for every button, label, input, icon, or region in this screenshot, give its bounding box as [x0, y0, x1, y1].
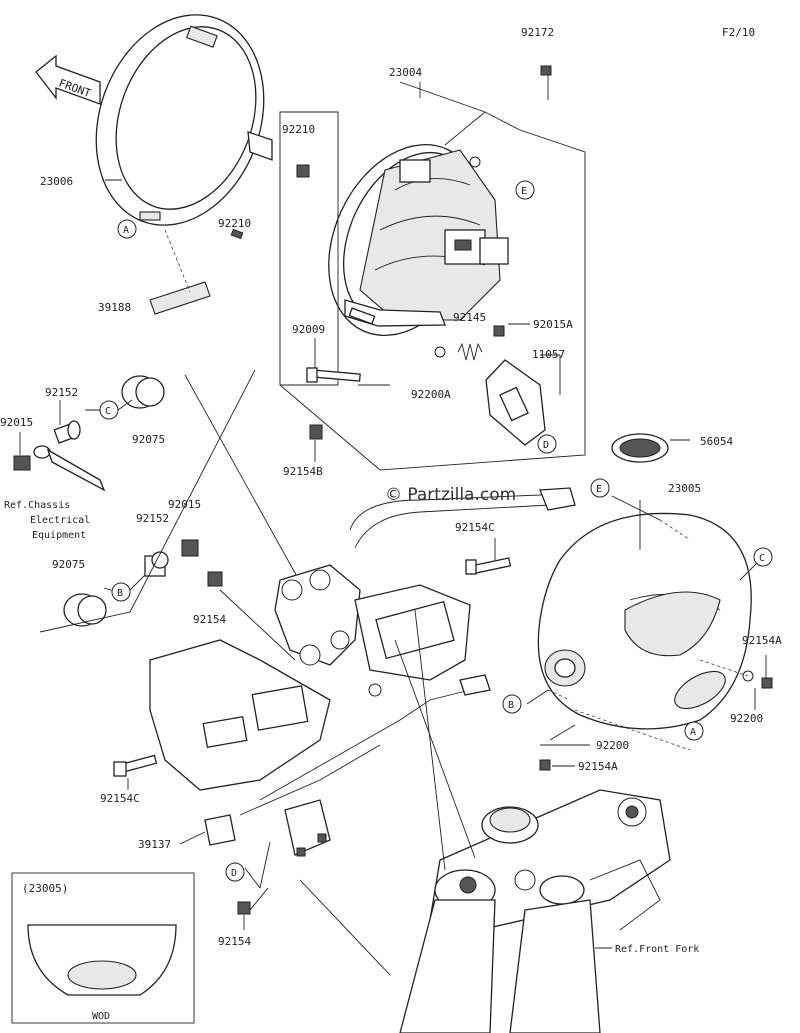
part-label-92015A: 92015A [533, 318, 573, 331]
part-label-92152-a: 92152 [45, 386, 78, 399]
inset-caption: WOD [92, 1011, 110, 1022]
callout-A1: A [117, 219, 137, 239]
part-label-92154B: 92154B [283, 465, 323, 478]
part-label-56054: 56054 [700, 435, 733, 448]
washer-92200A [434, 346, 446, 358]
svg-text:C: C [759, 553, 765, 564]
part-label-23006: 23006 [40, 175, 73, 188]
inset-box [11, 872, 195, 1024]
part-label-92200A: 92200A [411, 388, 451, 401]
part-label-92200-b: 92200 [596, 739, 629, 752]
headlight-housing [537, 512, 752, 730]
part-label-92210-a: 92210 [282, 123, 315, 136]
label-39188 [149, 281, 211, 315]
callout-D1: D [537, 434, 557, 454]
callout-C2: C [753, 547, 773, 567]
part-label-23004: 23004 [389, 66, 422, 79]
part-label-92154-b: 92154 [218, 935, 251, 948]
part-label-92152-b: 92152 [136, 512, 169, 525]
callout-B1: B [111, 582, 131, 602]
headlight-unit [328, 144, 509, 336]
svg-text:D: D [543, 440, 549, 451]
spring-92145 [457, 342, 483, 361]
front-fork [399, 789, 671, 1033]
part-label-92172: 92172 [521, 26, 554, 39]
part-label-92015-a: 92015 [0, 416, 33, 429]
svg-text:A: A [123, 225, 129, 236]
part-label-92154A-2: 92154A [578, 760, 618, 773]
nut-92015A [493, 325, 505, 337]
headlight-rim [95, 14, 273, 226]
collar-92152-mid [144, 551, 169, 577]
part-label-92154-a: 92154 [193, 613, 226, 626]
nut-92015-top [13, 455, 31, 471]
part-label-92009: 92009 [292, 323, 325, 336]
callout-E2: E [590, 478, 610, 498]
svg-text:C: C [105, 406, 111, 417]
part-label-11057: 11057 [532, 348, 565, 361]
part-label-23005: 23005 [668, 482, 701, 495]
diagram-code: F2/10 [722, 26, 755, 39]
callout-E1: E [515, 180, 535, 200]
nut-92210 [296, 164, 310, 178]
bracket-23004-left [279, 111, 339, 386]
bolt-92154-low [237, 901, 251, 915]
part-label-39137: 39137 [138, 838, 171, 851]
screw-92172 [540, 65, 552, 76]
part-label-92075-b: 92075 [52, 558, 85, 571]
washer-left [33, 445, 51, 459]
part-label-92210-b: 92210 [218, 217, 251, 230]
part-label-92015-b: 92015 [168, 498, 201, 511]
screw-92154A [761, 677, 773, 689]
part-label-92154C-a: 92154C [455, 521, 495, 534]
svg-text:B: B [508, 700, 514, 711]
callout-B2: B [502, 694, 522, 714]
headlight-bracket [149, 487, 576, 857]
part-label-92200-a: 92200 [730, 712, 763, 725]
collar-92152-top [53, 420, 81, 444]
ref-chassis-line1: Ref.Chassis [4, 500, 70, 511]
bolt-92154C-low [113, 754, 158, 777]
part-label-92154A-1: 92154A [742, 634, 782, 647]
callout-C1: C [99, 400, 119, 420]
svg-text:D: D [231, 868, 237, 879]
part-label-39188: 39188 [98, 301, 131, 314]
screw-92154B [309, 424, 323, 440]
screw-92154A-low [539, 759, 551, 771]
svg-text:E: E [521, 186, 527, 197]
svg-text:B: B [117, 588, 123, 599]
part-label-92075-a: 92075 [132, 433, 165, 446]
ref-front-fork: Ref.Front Fork [615, 944, 699, 955]
bracket-11057 [485, 359, 546, 446]
part-label-92145: 92145 [453, 311, 486, 324]
bolt-92009 [306, 367, 361, 383]
mount-rubber-92075-top [121, 375, 165, 409]
bolt-92154-head [207, 571, 223, 587]
svg-text:A: A [690, 727, 696, 738]
ref-chassis-line3: Equipment [32, 530, 86, 541]
bracket-ref-chassis [46, 448, 106, 492]
watermark: © Partzilla.com [385, 485, 516, 505]
callout-A2: A [684, 721, 704, 741]
front-arrow-icon: FRONT [35, 54, 101, 105]
screw-92210 [230, 228, 244, 240]
part-label-92154C-b: 92154C [100, 792, 140, 805]
mount-rubber-92075-mid [63, 593, 107, 627]
inset-title: (23005) [22, 882, 68, 895]
callout-D2: D [225, 862, 245, 882]
nut-92015-mid [181, 539, 199, 557]
emblem-56054 [611, 433, 669, 463]
ref-chassis-line2: Electrical [30, 515, 90, 526]
svg-text:E: E [596, 484, 602, 495]
bolt-92154C-mid [465, 557, 512, 575]
